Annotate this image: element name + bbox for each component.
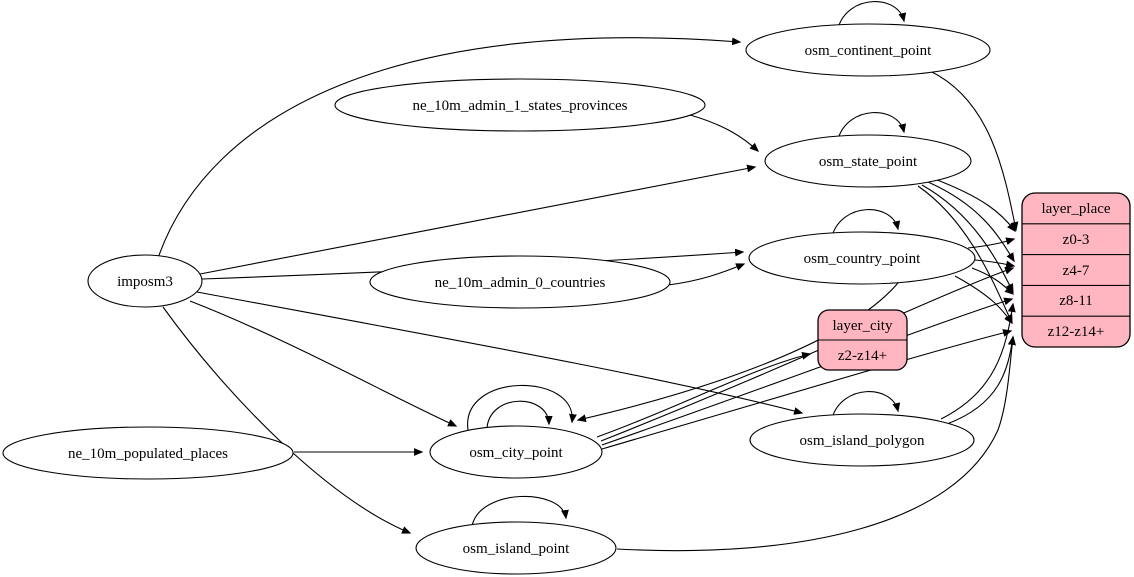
record-shape [1021,192,1131,348]
node-shape [748,231,976,285]
node-imposm3: imposm3 [87,254,203,308]
node-shape [745,23,991,77]
edge-imposm3-osm_island_polygon [196,291,804,415]
record-row-z0-3: z0-3 [1063,232,1090,248]
node-shape [429,425,603,479]
edge-osm_island_point-z12-z14 [616,335,1016,552]
node-label: imposm3 [117,274,173,290]
node-osm_island_point: osm_island_point [415,521,617,575]
edge-selfloop-osm_continent_point [837,1,907,29]
node-label: osm_country_point [804,251,921,267]
node-label: ne_10m_admin_0_countries [435,275,606,291]
edge-osm_state_point-z4-7 [927,181,1015,263]
edge-selfloop-inner-osm_city_point [486,400,553,429]
edge-osm_state_point-z12-z14 [917,185,1013,325]
edge-osm_country_point-z4-7 [974,259,1016,269]
edge-osm_country_point-z8-11 [971,267,1015,295]
edge-ne_10m_admin_0_countries-osm_country_point [667,263,746,286]
record-layer_city: layer_city z2-z14+ [817,309,908,371]
node-shape [749,413,975,467]
node-label: osm_island_point [463,541,571,557]
node-label: osm_city_point [469,445,563,461]
record-row-z12-z14: z12-z14+ [1048,324,1105,340]
node-label: osm_island_polygon [799,433,925,449]
edge-selfloop-osm_island_point [471,495,569,527]
edge-selfloop-osm_country_point [831,209,901,237]
record-row-z2-z14: z2-z14+ [838,348,887,364]
edge-selfloop-outer-osm_city_point [467,384,577,431]
record-row-z4-7: z4-7 [1063,263,1090,279]
edge-osm_city_point-layer_city [596,352,812,438]
node-label: ne_10m_populated_places [68,446,228,462]
node-shape [764,134,972,188]
node-ne_10m_populated_places: ne_10m_populated_places [2,426,294,480]
edge-osm_continent_point-z0-3 [929,70,1019,232]
edge-selfloop-osm_island_polygon [831,391,901,419]
node-osm_island_polygon: osm_island_polygon [749,413,975,467]
node-shape [2,426,294,480]
record-layer_place: layer_place z0-3 z4-7 z8-11 z12-z14+ [1021,192,1131,348]
edge-osm_city_point-z12-z14 [601,329,1013,450]
record-title: layer_place [1041,201,1110,217]
node-shape [334,78,706,132]
edge-ne_10m_admin_1_states_provinces-osm_state_point [689,114,760,152]
edge-imposm3-osm_city_point [189,300,458,427]
edge-osm_state_point-z8-11 [921,184,1014,294]
node-osm_country_point: osm_country_point [748,231,976,285]
edge-selfloop-osm_state_point [837,112,907,140]
node-osm_city_point: osm_city_point [429,425,603,479]
node-shape [369,255,671,309]
node-ne_10m_admin_1_states_provinces: ne_10m_admin_1_states_provinces [334,78,706,132]
node-shape [87,254,203,308]
edge-osm_island_polygon-z12-z14 [946,335,1016,425]
node-label: osm_continent_point [805,43,932,59]
edge-imposm3-osm_state_point [199,164,757,275]
edge-osm_country_point-z0-3 [967,237,1016,249]
node-label: ne_10m_admin_1_states_provinces [413,98,628,114]
edge-imposm3-osm_continent_point [157,37,742,259]
node-osm_continent_point: osm_continent_point [745,23,991,77]
node-osm_state_point: osm_state_point [764,134,972,188]
node-ne_10m_admin_0_countries: ne_10m_admin_0_countries [369,255,671,309]
record-row-z8-11: z8-11 [1059,293,1093,309]
node-label: osm_state_point [819,154,918,170]
edge-osm_state_point-z0-3 [931,177,1016,233]
edge-osm_island_polygon-z8-11 [940,302,1016,420]
record-title: layer_city [833,318,893,334]
edges-layer [157,1,1019,552]
node-shape [415,521,617,575]
edge-imposm3-osm_island_point [162,306,412,534]
edge-osm_country_point-osm_city_point [576,282,899,423]
